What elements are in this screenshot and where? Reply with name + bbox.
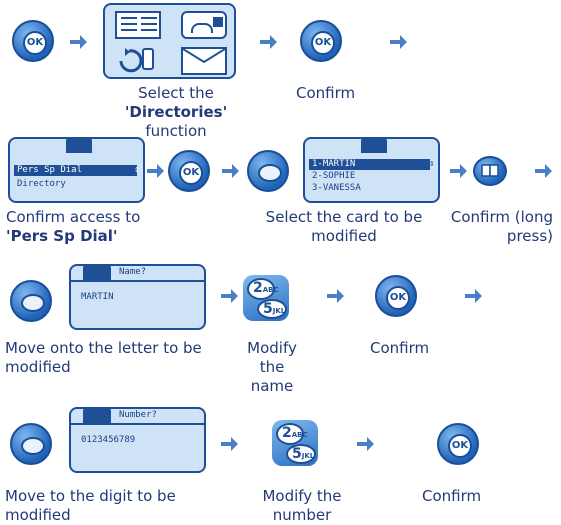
key-5[interactable]: 5JKL <box>286 444 316 464</box>
ok-button[interactable]: OK <box>168 150 210 192</box>
number-value: 0123456789 <box>81 435 136 445</box>
ok-button[interactable]: OK <box>12 20 54 62</box>
key-2[interactable]: 2ABC <box>276 423 308 445</box>
caption-move-letter: Move onto the letter to be modified <box>5 339 202 376</box>
scroll-indicator-icon: ⇕ <box>134 165 140 175</box>
directory-book-button[interactable] <box>473 156 507 186</box>
caption-confirm: Confirm <box>422 487 482 505</box>
arrow-right-icon <box>260 35 277 49</box>
ok-button-label: OK <box>386 286 410 310</box>
book-icon <box>481 164 499 177</box>
name-value: MARTIN <box>81 292 114 302</box>
arrow-right-icon <box>390 35 407 49</box>
directories-menu-screen <box>103 3 236 79</box>
ok-button-label: OK <box>311 31 335 55</box>
arrow-right-icon <box>222 164 239 178</box>
navigator-up-down[interactable] <box>247 150 289 192</box>
number-edit-screen: Number? 0123456789 <box>69 407 206 473</box>
navigator-left-right[interactable] <box>10 423 52 465</box>
edit-card-icon <box>83 407 111 423</box>
key-5[interactable]: 5JKL <box>257 299 287 319</box>
ok-button-label: OK <box>23 31 47 55</box>
pers-sp-dial-screen: Pers Sp Dial Directory ⇕ <box>8 137 145 203</box>
ok-button-label: OK <box>448 434 472 458</box>
caption-confirm: Confirm <box>296 84 356 102</box>
directory-tab-icon <box>361 137 387 153</box>
arrow-right-icon <box>535 164 552 178</box>
envelope-icon <box>181 47 227 75</box>
name-edit-screen: Name? MARTIN <box>69 264 206 330</box>
caption-modify-number: Modify the number <box>262 487 342 524</box>
key-2[interactable]: 2ABC <box>247 278 279 300</box>
caption-select-directories: Select the 'Directories' function <box>124 84 228 140</box>
caption-move-digit: Move to the digit to be modified <box>5 487 176 524</box>
list-item-selected: 1-MARTIN <box>309 159 430 170</box>
redial-icon <box>117 47 159 73</box>
edit-card-icon <box>83 264 111 280</box>
caption-confirm-access: Confirm access to 'Pers Sp Dial' <box>6 208 141 245</box>
arrow-right-icon <box>147 164 164 178</box>
arrow-right-icon <box>221 437 238 451</box>
arrow-right-icon <box>221 289 238 303</box>
ok-button[interactable]: OK <box>300 20 342 62</box>
card-list-screen: 1-MARTIN 2-SOPHIE 3-VANESSA ⇕ <box>303 137 440 203</box>
keypad-keys[interactable]: 2ABC 5JKL <box>272 420 318 466</box>
directory-icon <box>115 11 161 39</box>
caption-confirm-long-press: Confirm (long press) <box>450 208 553 245</box>
screen-header: Number? <box>119 410 157 420</box>
arrow-right-icon <box>465 289 482 303</box>
handset-icon <box>181 11 227 39</box>
screen-header: Name? <box>119 267 147 277</box>
list-item: Directory <box>17 179 66 189</box>
navigator-ring-icon <box>258 164 282 182</box>
keypad-keys[interactable]: 2ABC 5JKL <box>243 275 289 321</box>
caption-modify-name: Modify the name <box>247 339 297 395</box>
directory-tab-icon <box>66 137 92 153</box>
list-item-selected: Pers Sp Dial <box>14 165 137 176</box>
arrow-right-icon <box>70 35 87 49</box>
arrow-right-icon <box>327 289 344 303</box>
navigator-left-right[interactable] <box>10 280 52 322</box>
list-item: 3-VANESSA <box>312 183 361 193</box>
arrow-right-icon <box>357 437 374 451</box>
navigator-ring-icon <box>21 437 45 455</box>
list-item: 2-SOPHIE <box>312 171 356 181</box>
arrow-right-icon <box>450 164 467 178</box>
ok-button[interactable]: OK <box>437 423 479 465</box>
ok-button[interactable]: OK <box>375 275 417 317</box>
caption-confirm: Confirm <box>370 339 430 357</box>
scroll-indicator-icon: ⇕ <box>429 159 435 169</box>
navigator-ring-icon <box>21 294 45 312</box>
ok-button-label: OK <box>179 161 203 185</box>
caption-select-card: Select the card to be modified <box>265 208 423 245</box>
